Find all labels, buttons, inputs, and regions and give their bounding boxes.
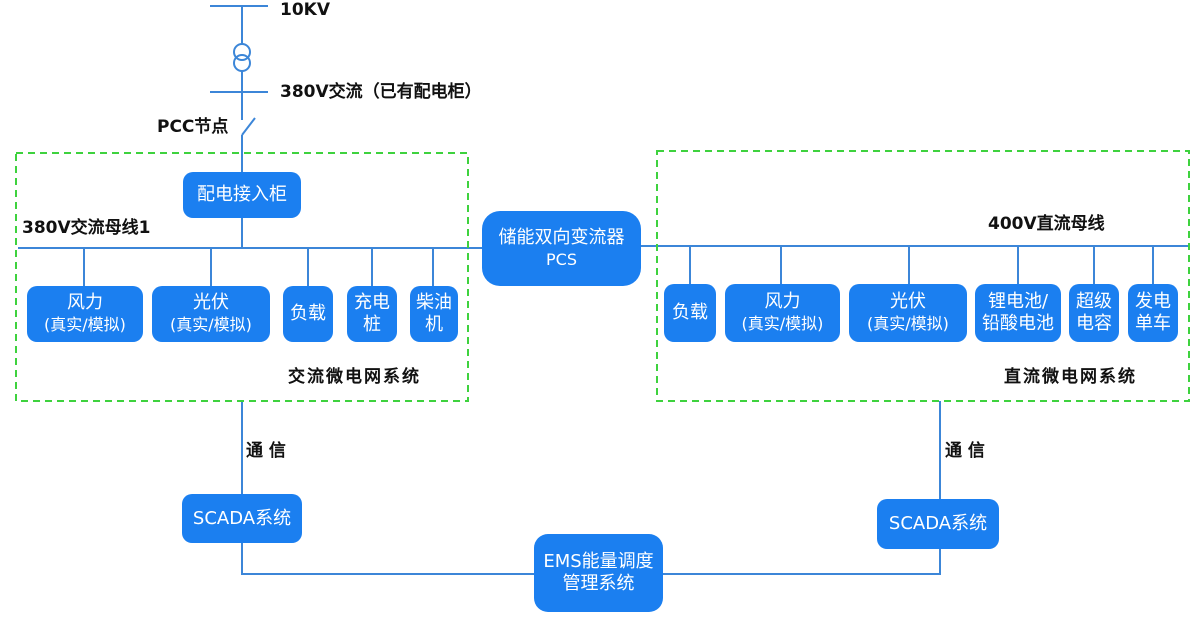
ac-scada-box[interactable]: SCADA系统 — [182, 494, 302, 543]
dc-pv-sublabel: (真实/模拟) — [867, 314, 949, 333]
ac-diesel-label-1: 柴油 — [416, 292, 452, 313]
ac-wind-sublabel: (真实/模拟) — [44, 315, 126, 334]
dc-generator-label-1: 发电 — [1135, 291, 1171, 312]
dc-pv-label: 光伏 — [890, 291, 926, 312]
pcs-sublabel: PCS — [546, 249, 577, 269]
dc-system-title: 直流微电网系统 — [1004, 367, 1137, 387]
ac-charger-label-2: 桩 — [363, 314, 381, 335]
ac-incoming-cabinet-box[interactable]: 配电接入柜 — [183, 172, 301, 218]
dc-load-label: 负载 — [672, 302, 708, 323]
ac-scada-label: SCADA系统 — [192, 507, 292, 529]
dc-generator-box[interactable]: 发电 单车 — [1128, 284, 1178, 342]
ac-bus-label: 380V交流母线1 — [22, 218, 151, 238]
dc-bus-label: 400V直流母线 — [988, 214, 1105, 234]
dc-supercap-box[interactable]: 超级 电容 — [1069, 284, 1119, 342]
dc-wind-sublabel: (真实/模拟) — [741, 314, 824, 333]
dc-supercap-label-1: 超级 — [1076, 291, 1112, 312]
ems-box[interactable]: EMS能量调度 管理系统 — [534, 534, 663, 612]
ac-charger-label-1: 充电 — [354, 292, 390, 313]
dc-battery-label-1: 锂电池/ — [987, 291, 1049, 312]
ac-load-box[interactable]: 负载 — [283, 286, 333, 342]
ac-diesel-label-2: 机 — [425, 314, 443, 335]
dc-wind-label: 风力 — [764, 291, 801, 312]
dc-pv-box[interactable]: 光伏 (真实/模拟) — [849, 284, 967, 342]
voltage-10kv-label: 10KV — [280, 0, 330, 20]
ems-label-2: 管理系统 — [562, 573, 635, 594]
ac-wind-label: 风力 — [67, 292, 103, 313]
dc-supercap-label-2: 电容 — [1076, 313, 1112, 334]
ac-charger-box[interactable]: 充电 桩 — [347, 286, 397, 342]
ac-pv-sublabel: (真实/模拟) — [170, 315, 252, 334]
pcc-node-label: PCC节点 — [157, 117, 229, 137]
dc-system-frame — [656, 150, 1190, 402]
dc-comm-label: 通 信 — [945, 441, 985, 461]
ac-diesel-box[interactable]: 柴油 机 — [410, 286, 458, 342]
dc-scada-label: SCADA系统 — [888, 513, 988, 534]
dc-load-box[interactable]: 负载 — [664, 284, 716, 342]
dc-battery-label-2: 铅酸电池 — [982, 313, 1054, 334]
ac-load-label: 负载 — [290, 303, 326, 324]
pcs-label: 储能双向变流器 — [498, 226, 625, 248]
pcc-switch-icon — [241, 117, 256, 136]
ac-system-title: 交流微电网系统 — [288, 367, 421, 387]
dc-battery-box[interactable]: 锂电池/ 铅酸电池 — [975, 284, 1061, 342]
380v-ac-label: 380V交流（已有配电柜） — [280, 82, 482, 102]
ems-link-right — [663, 549, 941, 575]
transformer-coil-lower — [233, 54, 251, 72]
pcs-box[interactable]: 储能双向变流器 PCS — [482, 211, 641, 286]
ems-label-1: EMS能量调度 — [543, 551, 654, 572]
ac-pv-label: 光伏 — [193, 292, 229, 313]
ac-wind-box[interactable]: 风力 (真实/模拟) — [27, 286, 143, 342]
ac-pv-box[interactable]: 光伏 (真实/模拟) — [152, 286, 270, 342]
dc-scada-box[interactable]: SCADA系统 — [877, 499, 999, 549]
transformer-coil-upper — [233, 43, 251, 61]
ac-system-frame — [15, 152, 469, 402]
ac-comm-label: 通 信 — [246, 441, 286, 461]
dc-generator-label-2: 单车 — [1135, 313, 1171, 334]
dc-wind-box[interactable]: 风力 (真实/模拟) — [725, 284, 840, 342]
ac-incoming-cabinet-label: 配电接入柜 — [197, 184, 287, 205]
ems-link-left — [241, 543, 534, 575]
